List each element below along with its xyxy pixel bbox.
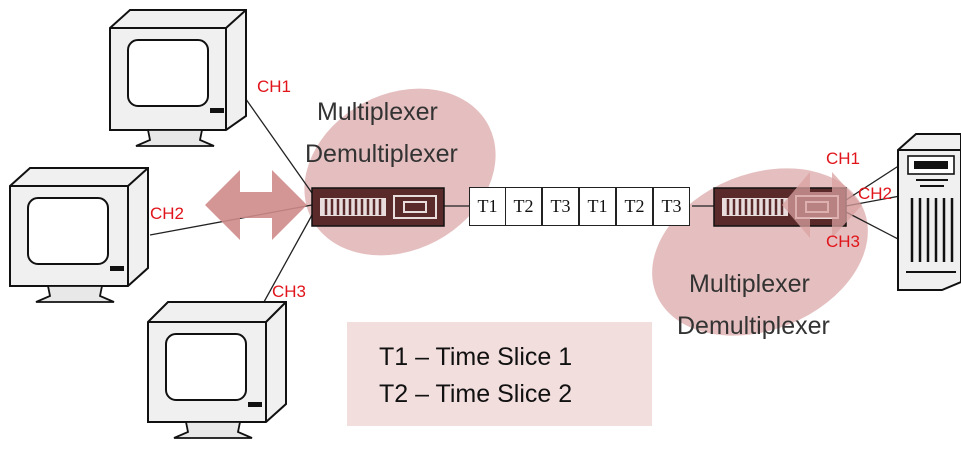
left-mux-label-line2: Demultiplexer [305,140,458,168]
right-channel-label-ch2: CH2 [858,184,893,203]
legend-line-t1: T1 – Time Slice 1 [379,343,573,371]
left-channel-label-ch2: CH2 [150,204,185,223]
time-slot: T2 [616,187,653,226]
left-mux-highlight [304,88,496,256]
time-slot: T3 [653,187,690,226]
legend-line-t2: T2 – Time Slice 2 [379,380,573,408]
monitor-top [109,9,247,147]
right-channel-label-ch3: CH3 [826,232,861,251]
time-slot: T3 [542,187,579,226]
monitor-bottom [147,301,287,439]
left-double-arrow [205,170,307,240]
right-mux-label-line1: Multiplexer [689,270,810,298]
left-mux-label-line1: Multiplexer [317,98,438,126]
monitor-mid [9,167,149,303]
time-slot: T1 [469,187,506,226]
right-double-arrow [782,172,862,238]
server-tower [897,133,961,291]
left-channel-label-ch3: CH3 [272,282,307,301]
legend-box: T1 – Time Slice 1 T2 – Time Slice 2 [347,322,652,426]
left-channel-label-ch1: CH1 [257,77,292,96]
time-slot: T2 [505,187,542,226]
left-mux-device [311,187,445,227]
right-channel-label-ch1: CH1 [826,149,861,168]
time-slot: T1 [579,187,616,226]
right-mux-label-line2: Demultiplexer [677,312,830,340]
